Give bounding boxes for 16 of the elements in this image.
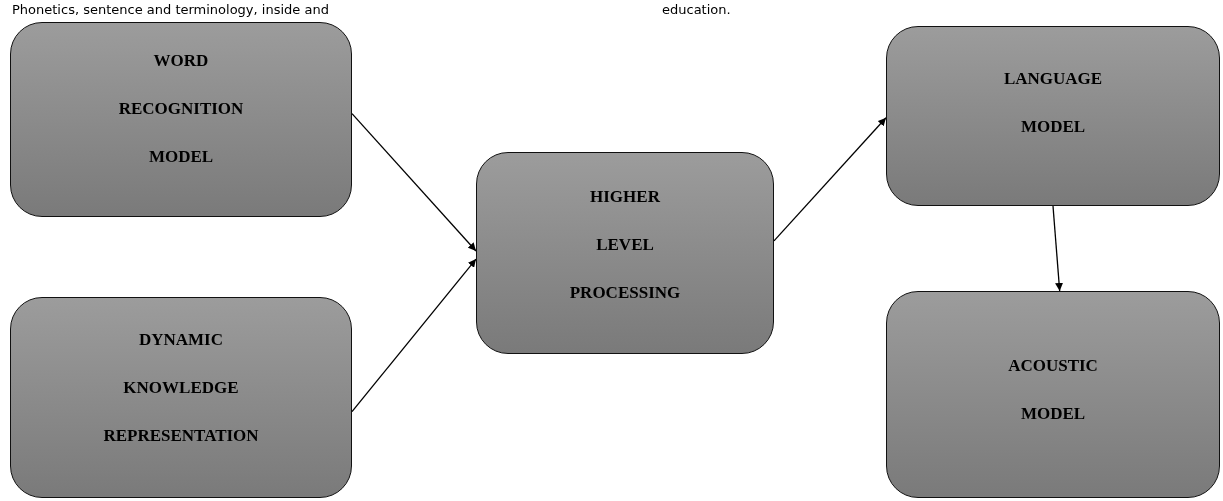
box-label: DYNAMIC KNOWLEDGE REPRESENTATION <box>103 329 259 447</box>
box-label: WORD RECOGNITION MODEL <box>118 50 244 168</box>
rounded-box <box>476 152 774 354</box>
rounded-box <box>10 297 352 498</box>
arrow <box>773 117 887 242</box>
arrow <box>1052 205 1064 292</box>
rounded-box <box>886 26 1220 206</box>
arrow <box>351 113 477 252</box>
paragraph-text: education. <box>662 1 731 19</box>
box-label: ACOUSTIC MODEL <box>1008 355 1098 425</box>
box-label: LANGUAGE MODEL <box>1003 68 1103 138</box>
paragraph-text: Phonetics, sentence and terminology, inside and <box>12 1 329 19</box>
rounded-box <box>886 291 1220 498</box>
rounded-box <box>10 22 352 217</box>
arrow <box>351 258 477 413</box>
box-label: HIGHER LEVEL PROCESSING <box>569 186 681 304</box>
